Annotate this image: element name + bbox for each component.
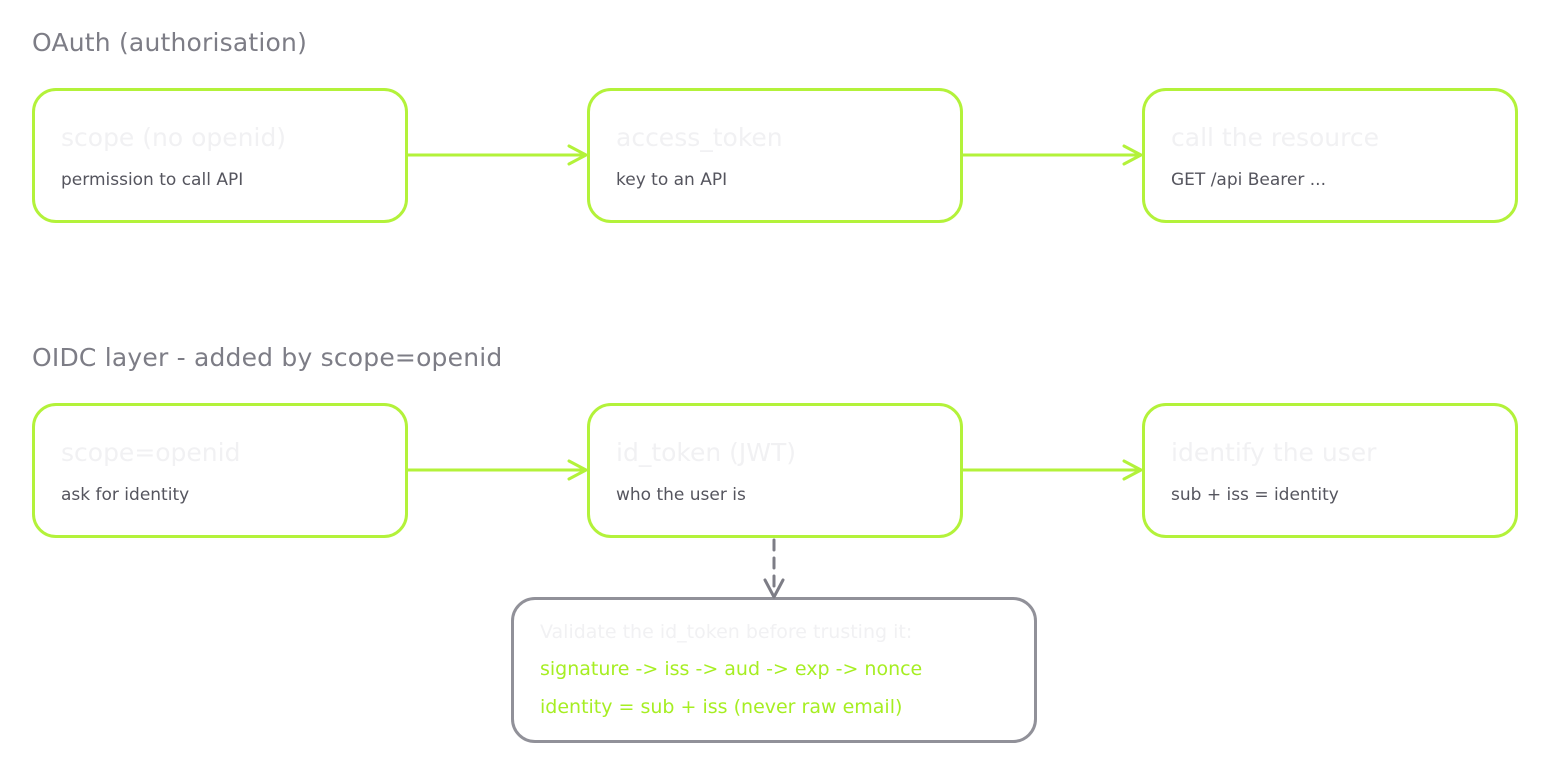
oauth-section-title: OAuth (authorisation) [32, 28, 308, 57]
box-subtitle: key to an API [616, 170, 728, 190]
box-subtitle: who the user is [616, 485, 746, 505]
oidc-id-token-box: id_token (JWT) who the user is [587, 403, 963, 538]
arrow-idtoken-to-validation-head [763, 578, 785, 599]
arrow-oidc-idtoken-to-identify [961, 459, 1143, 481]
box-subtitle: GET /api Bearer ... [1171, 170, 1326, 190]
arrow-oauth-token-to-resource [961, 144, 1143, 166]
validation-order-line: signature -> iss -> aud -> exp -> nonce [540, 658, 923, 680]
oidc-scope-openid-box: scope=openid ask for identity [32, 403, 408, 538]
oidc-section-title: OIDC layer - added by scope=openid [32, 343, 503, 372]
arrow-oidc-scope-to-idtoken [406, 459, 588, 481]
oauth-call-resource-box: call the resource GET /api Bearer ... [1142, 88, 1518, 223]
box-subtitle: sub + iss = identity [1171, 485, 1339, 505]
box-title: call the resource [1171, 123, 1380, 152]
box-title: scope (no openid) [61, 123, 287, 152]
validation-identity-line: identity = sub + iss (never raw email) [540, 696, 903, 718]
oauth-scope-box: scope (no openid) permission to call API [32, 88, 408, 223]
box-title: id_token (JWT) [616, 438, 797, 467]
oauth-access-token-box: access_token key to an API [587, 88, 963, 223]
validation-title: Validate the id_token before trusting it… [540, 621, 913, 643]
box-title: access_token [616, 123, 783, 152]
box-title: identify the user [1171, 438, 1377, 467]
box-title: scope=openid [61, 438, 241, 467]
oidc-identify-user-box: identify the user sub + iss = identity [1142, 403, 1518, 538]
box-subtitle: ask for identity [61, 485, 190, 505]
box-subtitle: permission to call API [61, 170, 244, 190]
arrow-oauth-scope-to-token [406, 144, 588, 166]
